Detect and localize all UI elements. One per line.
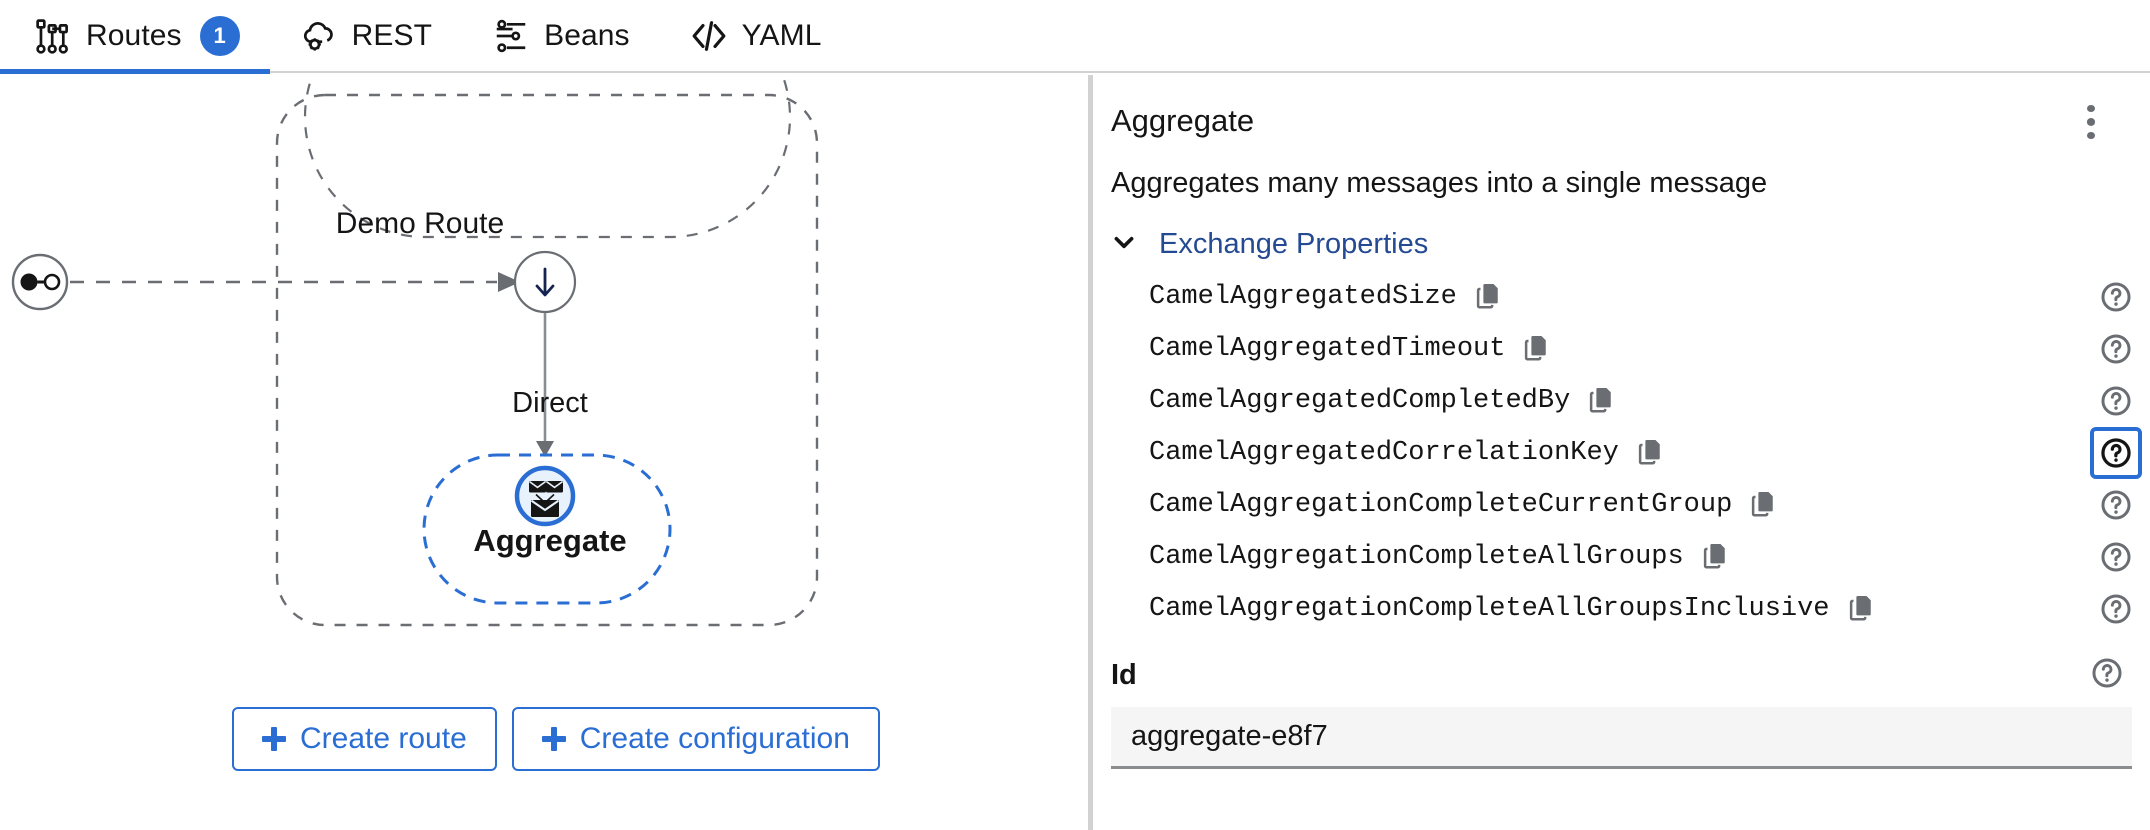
tab-label-routes: Routes — [86, 18, 182, 52]
create-route-button[interactable]: Create route — [232, 707, 497, 771]
node-label-aggregate: Aggregate — [473, 523, 627, 558]
tab-beans[interactable]: Beans — [462, 0, 660, 72]
property-name: CamelAggregationCompleteCurrentGroup — [1149, 490, 1733, 520]
cloud-gear-icon — [300, 17, 338, 55]
plus-icon — [541, 727, 566, 751]
help-button[interactable] — [2090, 531, 2142, 583]
help-circle-icon — [2101, 542, 2131, 572]
id-input[interactable] — [1111, 707, 2132, 769]
help-circle-icon — [2101, 386, 2131, 416]
canvas-action-buttons: Create route Create configuration — [232, 707, 880, 771]
help-button[interactable] — [2090, 375, 2142, 427]
help-circle-icon — [2092, 657, 2122, 688]
create-configuration-button[interactable]: Create configuration — [511, 707, 880, 771]
node-label-direct: Direct — [512, 387, 588, 419]
help-circle-icon — [2101, 438, 2131, 468]
property-name: CamelAggregationCompleteAllGroups — [1149, 542, 1684, 572]
tab-label-yaml: YAML — [741, 18, 822, 52]
main-tabbar: Routes 1 REST — [0, 0, 2150, 74]
tab-yaml[interactable]: YAML — [660, 0, 852, 72]
section-title-exchange-properties: Exchange Properties — [1159, 228, 1429, 260]
route-group-label: Demo Route — [335, 207, 505, 240]
section-exchange-properties[interactable]: Exchange Properties — [1093, 228, 2150, 261]
tab-routes[interactable]: Routes 1 — [0, 0, 270, 74]
tab-badge-routes: 1 — [199, 15, 240, 56]
property-row: CamelAggregatedCorrelationKey — [1093, 427, 2150, 479]
help-button[interactable] — [2090, 656, 2132, 695]
property-row: CamelAggregatedSize — [1093, 271, 2150, 323]
help-button[interactable] — [2090, 583, 2142, 635]
id-field-label-row: Id — [1111, 653, 2132, 697]
panel-description: Aggregates many messages into a single m… — [1111, 167, 1768, 199]
chevron-down-icon — [1111, 229, 1137, 260]
help-circle-icon — [2101, 282, 2131, 312]
property-row: CamelAggregatedTimeout — [1093, 323, 2150, 375]
property-row: CamelAggregationCompleteAllGroups — [1093, 531, 2150, 583]
copy-icon[interactable] — [1684, 540, 1730, 575]
route-canvas[interactable]: Demo Route Direct Aggregate Create route… — [0, 75, 1088, 830]
kebab-menu-icon[interactable] — [2074, 105, 2108, 139]
copy-icon[interactable] — [1619, 436, 1665, 471]
copy-icon[interactable] — [1830, 592, 1876, 627]
help-button[interactable] — [2090, 479, 2142, 531]
tab-label-rest: REST — [351, 18, 433, 52]
exchange-properties-list: CamelAggregatedSize CamelAggrega — [1093, 271, 2150, 635]
help-circle-icon — [2101, 490, 2131, 520]
property-row: CamelAggregatedCompletedBy — [1093, 375, 2150, 427]
property-name: CamelAggregationCompleteAllGroupsInclusi… — [1149, 594, 1830, 624]
help-button[interactable] — [2090, 271, 2142, 323]
property-name: CamelAggregatedCompletedBy — [1149, 386, 1571, 416]
help-button[interactable] — [2090, 323, 2142, 375]
panel-divider[interactable] — [1088, 75, 1093, 830]
id-field-group: Id — [1093, 653, 2150, 769]
help-button-focused[interactable] — [2090, 427, 2142, 479]
panel-title: Aggregate — [1111, 103, 1255, 138]
code-brackets-icon — [690, 17, 728, 55]
routes-topology-icon — [34, 17, 72, 55]
panel-header: Aggregate — [1093, 75, 2150, 139]
copy-icon[interactable] — [1505, 332, 1551, 367]
route-diagram — [11, 75, 819, 627]
property-row: CamelAggregationCompleteAllGroupsInclusi… — [1093, 583, 2150, 635]
id-field-label: Id — [1111, 658, 1137, 691]
properties-panel: Aggregate Aggregates many messages into … — [1093, 75, 2150, 830]
tab-rest[interactable]: REST — [270, 0, 462, 72]
help-circle-icon — [2101, 334, 2131, 364]
property-row: CamelAggregationCompleteCurrentGroup — [1093, 479, 2150, 531]
copy-icon[interactable] — [1570, 384, 1616, 419]
tab-label-beans: Beans — [544, 18, 630, 52]
copy-icon[interactable] — [1457, 280, 1503, 315]
plus-icon — [262, 727, 286, 751]
property-name: CamelAggregatedSize — [1149, 282, 1457, 312]
create-configuration-label: Create configuration — [579, 722, 850, 755]
property-name: CamelAggregatedCorrelationKey — [1149, 438, 1619, 468]
help-circle-icon — [2101, 594, 2131, 624]
create-route-label: Create route — [300, 722, 467, 755]
copy-icon[interactable] — [1732, 488, 1778, 523]
sliders-icon — [492, 17, 530, 55]
property-name: CamelAggregatedTimeout — [1149, 334, 1506, 364]
